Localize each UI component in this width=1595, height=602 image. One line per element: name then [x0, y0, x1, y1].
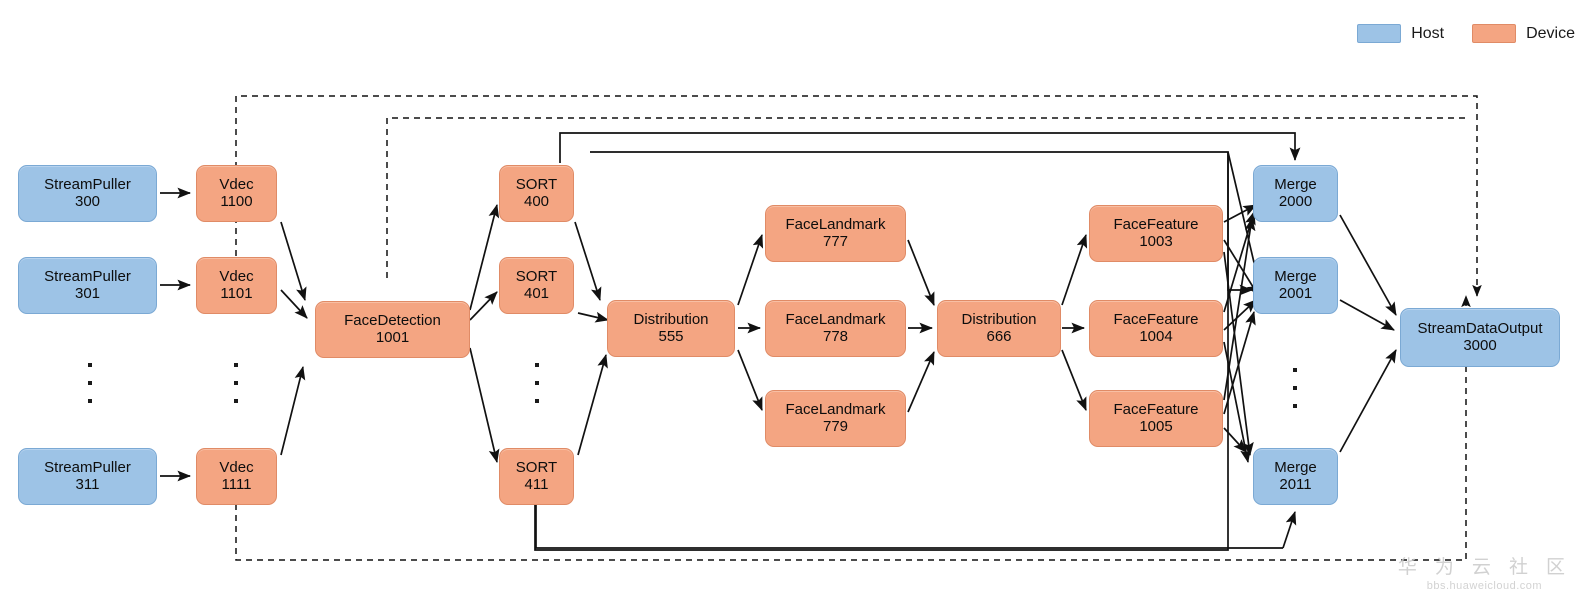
- node-vdec-1111[interactable]: Vdec 1111: [196, 448, 277, 505]
- node-id: 411: [524, 475, 549, 493]
- node-vdec-1100[interactable]: Vdec 1100: [196, 165, 277, 222]
- node-title: Vdec: [219, 458, 254, 476]
- node-id: 666: [986, 327, 1012, 345]
- legend-swatch-host: [1357, 24, 1402, 43]
- ellipsis-dot: [234, 399, 238, 403]
- legend-item-host: Host: [1357, 24, 1444, 43]
- node-title: Vdec: [219, 175, 254, 193]
- node-streampuller-311[interactable]: StreamPuller 311: [18, 448, 157, 505]
- ellipsis-vdec: [232, 363, 240, 403]
- node-title: Vdec: [219, 267, 254, 285]
- node-id: 400: [523, 192, 550, 210]
- ellipsis-dot: [1293, 368, 1297, 372]
- node-title: FaceLandmark: [785, 215, 886, 233]
- node-id: 2001: [1278, 284, 1313, 302]
- watermark-url: bbs.huaweicloud.com: [1426, 580, 1543, 592]
- watermark: 华 为 云 社 区 bbs.huaweicloud.com: [1398, 552, 1571, 592]
- node-title: Merge: [1274, 267, 1317, 285]
- node-id: 779: [822, 417, 849, 435]
- node-facefeature-1005[interactable]: FaceFeature 1005: [1089, 390, 1223, 447]
- ellipsis-sort: [533, 363, 541, 403]
- node-title: Merge: [1274, 458, 1317, 476]
- ellipsis-dot: [1293, 386, 1297, 390]
- ellipsis-dot: [535, 381, 539, 385]
- node-facefeature-1004[interactable]: FaceFeature 1004: [1089, 300, 1223, 357]
- node-title: StreamDataOutput: [1417, 319, 1543, 337]
- node-title: SORT: [515, 267, 558, 285]
- node-merge-2001[interactable]: Merge 2001: [1253, 257, 1338, 314]
- node-title: FaceFeature: [1113, 215, 1199, 233]
- node-sort-401[interactable]: SORT 401: [499, 257, 574, 314]
- ellipsis-dot: [234, 381, 238, 385]
- node-id: 401: [523, 284, 550, 302]
- node-title: FaceFeature: [1113, 400, 1199, 418]
- ellipsis-dot: [535, 363, 539, 367]
- watermark-title: 华 为 云 社 区: [1397, 556, 1571, 578]
- legend: Host Device: [1357, 24, 1575, 43]
- node-id: 1004: [1139, 327, 1173, 345]
- node-title: SORT: [515, 458, 558, 476]
- node-facelandmark-778[interactable]: FaceLandmark 778: [765, 300, 906, 357]
- node-id: 1101: [220, 284, 253, 302]
- node-title: StreamPuller: [44, 458, 131, 476]
- node-id: 311: [75, 475, 100, 493]
- node-id: 1111: [221, 475, 252, 493]
- node-title: StreamPuller: [44, 175, 131, 193]
- node-merge-2000[interactable]: Merge 2000: [1253, 165, 1338, 222]
- node-id: 1005: [1139, 417, 1173, 435]
- node-id: 777: [822, 232, 849, 250]
- legend-label-host: Host: [1411, 24, 1445, 42]
- node-title: FaceDetection: [344, 311, 441, 329]
- node-title: SORT: [515, 175, 558, 193]
- ellipsis-dot: [88, 363, 92, 367]
- node-facefeature-1003[interactable]: FaceFeature 1003: [1089, 205, 1223, 262]
- node-sort-411[interactable]: SORT 411: [499, 448, 574, 505]
- node-id: 301: [74, 284, 101, 302]
- node-title: Merge: [1274, 175, 1317, 193]
- ellipsis-dot: [88, 399, 92, 403]
- node-vdec-1101[interactable]: Vdec 1101: [196, 257, 277, 314]
- ellipsis-merge: [1291, 368, 1299, 408]
- node-streampuller-301[interactable]: StreamPuller 301: [18, 257, 157, 314]
- node-distribution-666[interactable]: Distribution 666: [937, 300, 1061, 357]
- ellipsis-dot: [234, 363, 238, 367]
- node-id: 1100: [220, 192, 253, 210]
- node-id: 1001: [375, 328, 410, 346]
- node-id: 300: [74, 192, 101, 210]
- node-title: FaceLandmark: [785, 310, 886, 328]
- node-title: Distribution: [961, 310, 1037, 328]
- node-streampuller-300[interactable]: StreamPuller 300: [18, 165, 157, 222]
- ellipsis-streampuller: [86, 363, 94, 403]
- node-title: Distribution: [633, 310, 709, 328]
- legend-swatch-device: [1472, 24, 1517, 43]
- node-title: FaceLandmark: [785, 400, 886, 418]
- node-id: 555: [658, 327, 684, 345]
- ellipsis-dot: [535, 399, 539, 403]
- node-sort-400[interactable]: SORT 400: [499, 165, 574, 222]
- node-distribution-555[interactable]: Distribution 555: [607, 300, 735, 357]
- node-streamdataoutput-3000[interactable]: StreamDataOutput 3000: [1400, 308, 1560, 367]
- node-title: FaceFeature: [1113, 310, 1199, 328]
- node-id: 3000: [1463, 336, 1497, 354]
- node-merge-2011[interactable]: Merge 2011: [1253, 448, 1338, 505]
- node-facelandmark-777[interactable]: FaceLandmark 777: [765, 205, 906, 262]
- node-id: 778: [822, 327, 849, 345]
- node-id: 1003: [1139, 232, 1173, 250]
- node-title: StreamPuller: [44, 267, 131, 285]
- node-id: 2011: [1279, 475, 1312, 493]
- node-facedetection-1001[interactable]: FaceDetection 1001: [315, 301, 470, 358]
- node-id: 2000: [1278, 192, 1313, 210]
- legend-item-device: Device: [1472, 24, 1575, 43]
- ellipsis-dot: [88, 381, 92, 385]
- ellipsis-dot: [1293, 404, 1297, 408]
- node-facelandmark-779[interactable]: FaceLandmark 779: [765, 390, 906, 447]
- legend-label-device: Device: [1526, 24, 1575, 42]
